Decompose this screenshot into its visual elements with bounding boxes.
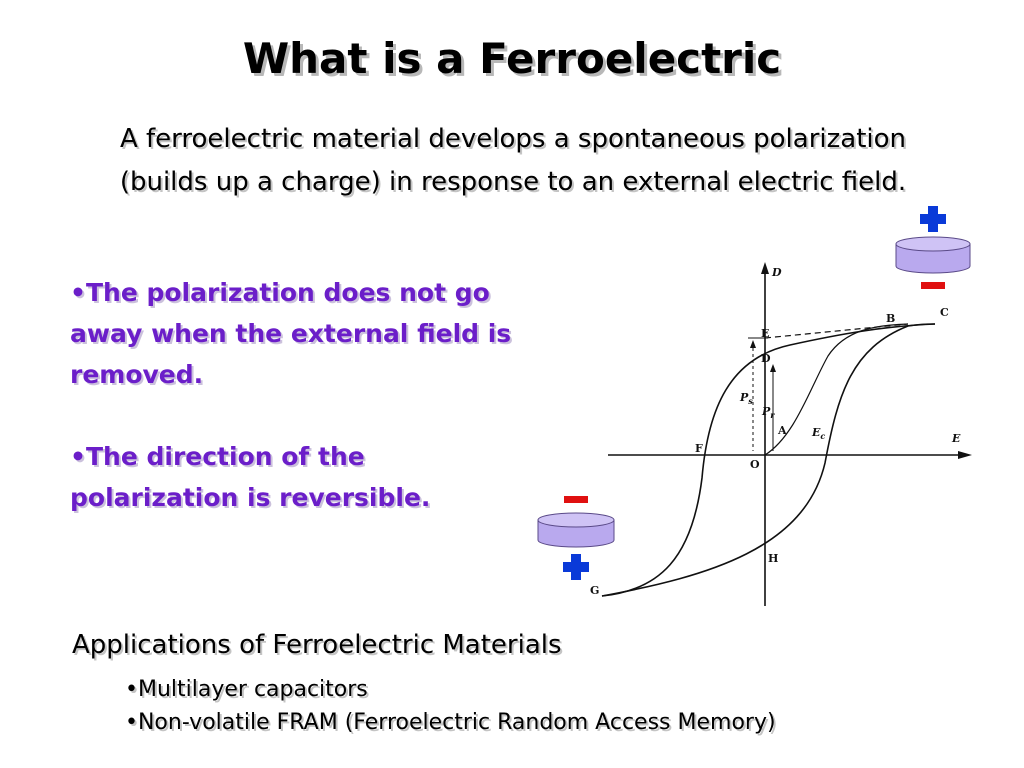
applications-heading: Applications of Ferroelectric Materials bbox=[72, 630, 562, 660]
point-h-label: H bbox=[768, 552, 778, 565]
lower-branch-curve bbox=[601, 323, 936, 597]
bullet-list: •The polarization does not go away when … bbox=[70, 272, 520, 518]
ec-label: Ec bbox=[811, 426, 825, 441]
pr-label: Pr bbox=[761, 405, 775, 420]
axis-d-label: D bbox=[771, 266, 782, 279]
plus-icon bbox=[563, 554, 589, 580]
pr-arrow-head bbox=[770, 364, 776, 372]
intro-line-2: (builds up a charge) in response to an e… bbox=[119, 167, 907, 197]
saturation-extrapolation-line bbox=[764, 323, 909, 339]
ps-label: Ps bbox=[739, 391, 753, 406]
point-d-label: D bbox=[761, 352, 771, 365]
point-g-label: G bbox=[590, 584, 599, 597]
point-o-label: O bbox=[750, 458, 760, 471]
point-a-label: A bbox=[777, 424, 787, 437]
minus-icon bbox=[921, 282, 945, 289]
capacitor-bottom-group bbox=[537, 496, 615, 580]
slide-title: What is a Ferroelectric bbox=[242, 34, 782, 83]
ps-arrow-head bbox=[750, 340, 756, 348]
intro-text: A ferroelectric material develops a spon… bbox=[18, 118, 1008, 204]
capacitor-disk-icon bbox=[537, 512, 615, 548]
minus-icon bbox=[564, 496, 588, 503]
plus-icon bbox=[920, 206, 946, 232]
point-f-label: F bbox=[695, 442, 703, 455]
axis-e-label: E bbox=[951, 432, 961, 445]
applications-item: •Non-volatile FRAM (Ferroelectric Random… bbox=[125, 710, 776, 735]
applications-item: •Multilayer capacitors bbox=[125, 677, 368, 702]
point-b-label: B bbox=[886, 312, 895, 325]
y-axis-arrow bbox=[761, 262, 769, 274]
point-e-label: E bbox=[761, 327, 769, 340]
hysteresis-diagram: D E E B C D A F O H G Ps Pr Ec bbox=[590, 262, 972, 606]
capacitor-disk-icon bbox=[895, 236, 971, 274]
capacitor-top-group bbox=[895, 206, 971, 289]
intro-line-1: A ferroelectric material develops a spon… bbox=[119, 124, 907, 154]
bullet-item: •The polarization does not go away when … bbox=[70, 278, 512, 389]
x-axis-arrow bbox=[958, 451, 972, 459]
point-c-label: C bbox=[940, 306, 949, 319]
bullet-item: •The direction of the polarization is re… bbox=[70, 442, 431, 512]
